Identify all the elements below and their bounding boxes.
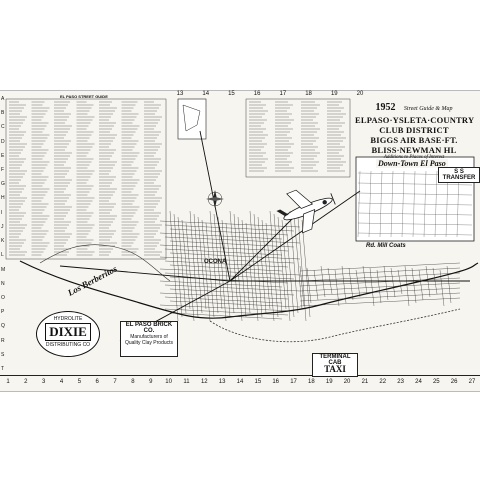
airplane-icon: [276, 189, 336, 234]
bottom-tick: 11: [183, 379, 190, 385]
map-title: 1952 Street Guide & Map ELPASO·YSLETA·CO…: [355, 97, 475, 160]
bottom-tick: 21: [361, 379, 369, 385]
bottom-tick: 17: [290, 379, 297, 385]
downtown-inset-label: Down-Town El Paso: [376, 159, 448, 168]
bottom-tick: 3: [42, 379, 46, 385]
title-line-1: ELPASO·YSLETA·COUNTRY CLUB DISTRICT: [355, 115, 475, 135]
top-tick: 20: [356, 91, 364, 97]
bottom-tick: 1: [6, 379, 10, 385]
street-index-upper-right: [245, 98, 351, 178]
brick-line-2: Quality Clay Products: [124, 340, 174, 346]
map-year: 1952: [375, 102, 396, 113]
bottom-tick: 10: [165, 379, 172, 385]
bottom-tick: 18: [308, 379, 315, 385]
locator-inset: [177, 98, 207, 140]
bottom-tick: 7: [113, 379, 117, 385]
bottom-tick: 12: [200, 379, 208, 385]
map-drawing: [5, 98, 479, 343]
street-index: [5, 98, 167, 260]
side-tick: C: [1, 124, 5, 131]
bottom-tick: 14: [236, 379, 244, 385]
side-tick: H: [1, 195, 5, 202]
side-tick: A: [1, 96, 5, 102]
side-tick: D: [1, 138, 5, 145]
brick-name: EL PASO BRICK CO.: [125, 322, 173, 334]
ss-transfer-badge: S S TRANSFER: [438, 167, 480, 183]
dixie-ad: HYDROLITE DIXIE DISTRIBUTING CO: [36, 311, 100, 357]
top-tick: 19: [330, 91, 338, 97]
side-tick: L: [1, 252, 4, 259]
side-tick: N: [1, 280, 5, 287]
title-note: Additions to Places of Interest: [383, 155, 445, 160]
river-line: [19, 260, 479, 319]
rd-mill-label: Rd. Mill Coats: [366, 243, 406, 249]
bottom-tick: 19: [325, 379, 333, 385]
top-tick: 16: [253, 91, 261, 97]
top-tick: 15: [228, 91, 235, 97]
top-tick: 13: [176, 91, 184, 97]
dixie-bottom: DISTRIBUTING CO: [45, 342, 91, 348]
side-tick: J: [1, 223, 4, 230]
bottom-tick: 25: [432, 379, 440, 385]
side-tick: B: [1, 110, 5, 117]
street-index-header: EL PASO STREET GUIDE: [60, 94, 108, 99]
side-tick: R: [1, 337, 5, 344]
ocona-label: OCONA: [204, 259, 227, 265]
side-tick: S: [1, 351, 5, 358]
bottom-tick: 20: [343, 379, 351, 385]
bottom-tick: 22: [379, 379, 387, 385]
title-line-2: BIGGS AIR BASE·FT. BLISS·NEWMAN HL: [370, 135, 458, 155]
side-tick: G: [1, 181, 5, 188]
bottom-tick: 27: [468, 379, 476, 385]
map-subtitle: Street Guide & Map: [403, 106, 453, 112]
dixie-top: HYDROLITE: [53, 316, 83, 322]
side-tick: F: [1, 167, 5, 174]
top-tick: 17: [279, 91, 287, 97]
top-grid-ruler: 13 14 15 16 17 18 19 20: [176, 91, 364, 99]
side-tick: E: [1, 152, 5, 159]
side-tick: Q: [1, 323, 5, 330]
compass-rose-icon: [206, 190, 224, 208]
bottom-tick: 6: [95, 379, 99, 385]
taxi-ad: TERMINAL CAB TAXI: [312, 353, 358, 377]
taxi-big: TAXI: [324, 364, 346, 374]
top-tick: 14: [202, 91, 210, 97]
side-tick: I: [1, 209, 3, 216]
bottom-tick: 24: [415, 379, 422, 385]
bottom-tick: 26: [450, 379, 458, 385]
bottom-tick: 8: [131, 379, 135, 385]
side-tick: P: [1, 309, 5, 316]
bottom-tick: 16: [272, 379, 280, 385]
dixie-main: DIXIE: [45, 323, 91, 341]
bottom-tick: 5: [77, 379, 82, 385]
taxi-top: TERMINAL CAB: [319, 354, 351, 366]
bottom-tick: 15: [254, 379, 262, 385]
bottom-tick: 9: [149, 379, 153, 385]
bottom-tick: 23: [397, 379, 404, 385]
top-tick: 18: [305, 91, 312, 97]
side-tick: O: [1, 294, 5, 301]
bottom-tick: 13: [218, 379, 226, 385]
bottom-tick: 2: [24, 379, 28, 385]
side-tick: K: [1, 238, 5, 245]
brick-line-1: Manufacturers of: [130, 334, 168, 340]
brick-co-ad: EL PASO BRICK CO. Manufacturers of Quali…: [120, 321, 178, 357]
side-tick: T: [1, 366, 5, 372]
side-tick: M: [1, 266, 6, 273]
bottom-tick: 4: [59, 379, 64, 385]
